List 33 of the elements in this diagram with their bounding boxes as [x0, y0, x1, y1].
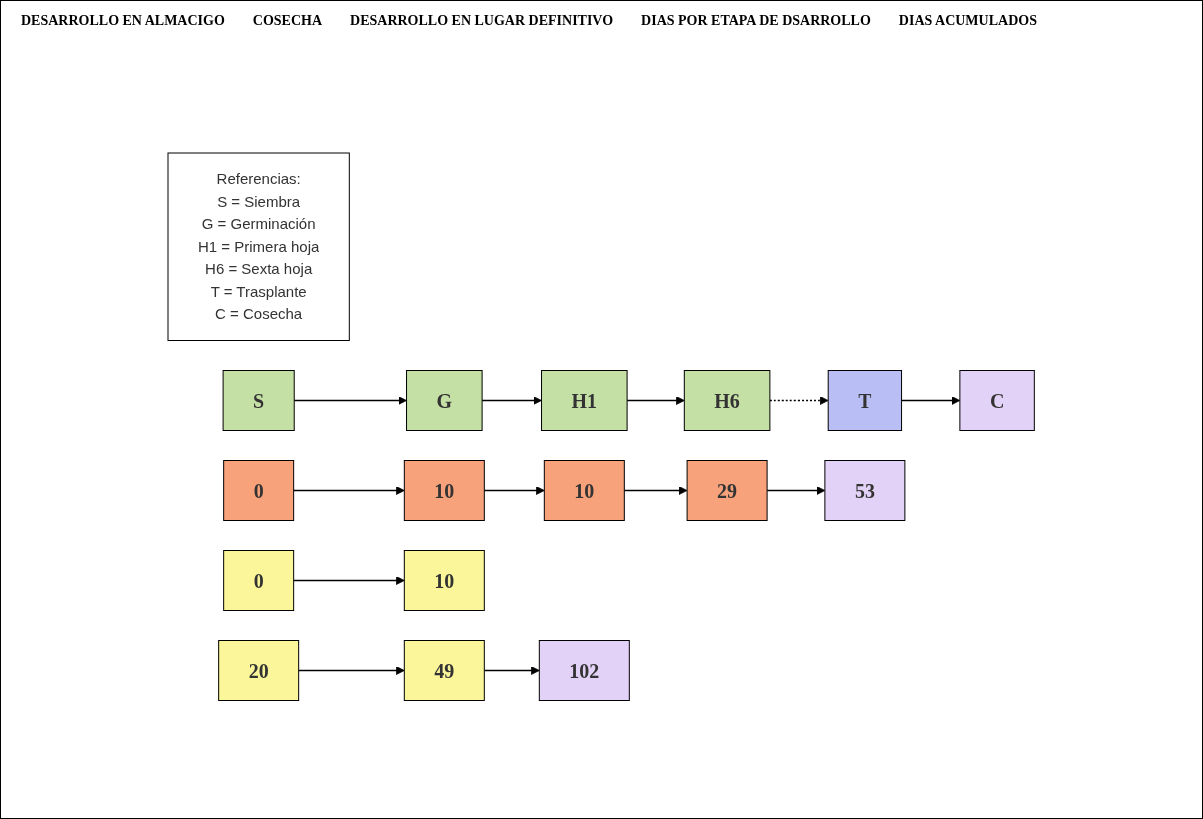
node-box: H1 — [541, 369, 628, 431]
section-heading: DESARROLLO EN ALMACIGO — [21, 13, 225, 29]
arrow — [623, 485, 688, 495]
node-box: 10 — [404, 459, 486, 521]
node-box: G — [406, 369, 483, 431]
arrow — [293, 575, 406, 585]
node-box: 49 — [404, 639, 486, 701]
arrow — [483, 665, 541, 675]
node-box: 10 — [404, 549, 486, 611]
section-heading: DESARROLLO EN LUGAR DEFINITIVO — [350, 13, 614, 29]
node-box: 10 — [544, 459, 626, 521]
section-heading: DIAS POR ETAPA DE DSARROLLO — [641, 13, 871, 29]
arrow — [766, 485, 826, 495]
node-box: 102 — [539, 639, 631, 701]
section-heading: COSECHA — [252, 13, 323, 29]
arrow — [483, 485, 546, 495]
arrow — [293, 395, 408, 405]
node-box: H6 — [684, 369, 771, 431]
arrow — [293, 485, 406, 495]
node-box: 29 — [686, 459, 768, 521]
section-heading: DIAS ACUMULADOS — [898, 13, 1037, 29]
arrow — [481, 395, 543, 405]
node-box: 20 — [218, 639, 300, 701]
arrow — [626, 395, 686, 405]
node-box: 0 — [223, 459, 295, 521]
node-box: S — [222, 369, 296, 431]
node-box: 0 — [223, 549, 295, 611]
node-box: 53 — [824, 459, 906, 521]
node-box: T — [828, 369, 903, 431]
arrow — [901, 395, 961, 405]
node-box: C — [959, 369, 1036, 431]
node-box: Referencias: S = Siembra G = Germinación H1 = Primera hoja H6 = Sexta hoja T = Trasplante C = Cosecha — [167, 152, 351, 341]
arrow — [298, 665, 406, 675]
